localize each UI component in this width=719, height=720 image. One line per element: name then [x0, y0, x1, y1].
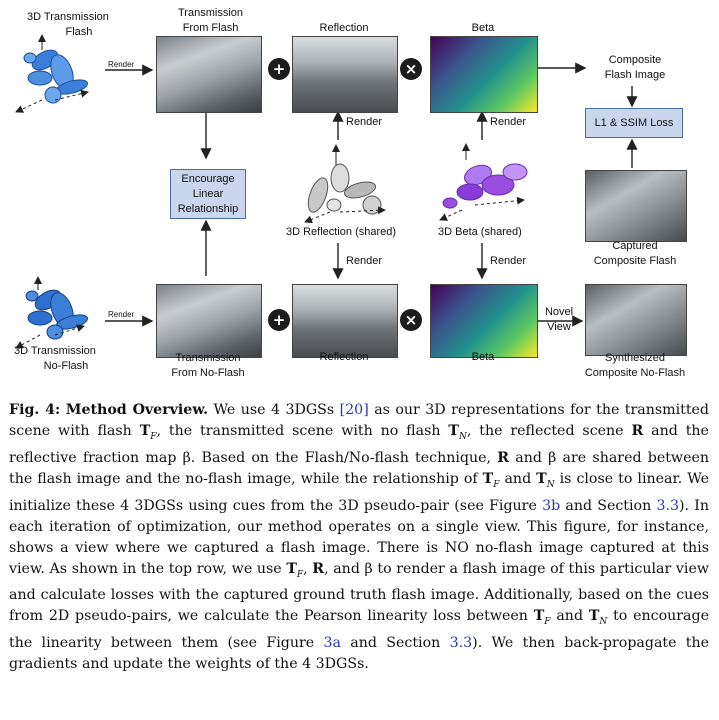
render-label-beta-up: Render — [490, 116, 527, 128]
caption-text: and — [556, 608, 584, 625]
label-beta-top: Beta — [471, 22, 495, 34]
symbol-sub: N — [546, 479, 555, 490]
multiply-operator-bottom-icon: × — [400, 309, 422, 331]
synthesized-composite-noflash-image — [585, 284, 687, 356]
symbol: T — [448, 423, 459, 439]
caption-text: ). In each iteration of optimization, ou… — [9, 497, 709, 577]
gaussians-beta-icon — [439, 143, 528, 221]
label-3d-beta-shared: 3D Beta (shared) — [438, 226, 522, 238]
gaussians-trans-flash-icon — [15, 34, 89, 113]
render-label-top: Render — [108, 60, 135, 69]
caption-text: , and β to render a flash image of this … — [9, 560, 709, 625]
section-link[interactable]: 3.3 — [449, 635, 473, 652]
figure-link[interactable]: 3a — [323, 635, 341, 652]
label-reflection-bottom: Reflection — [319, 351, 369, 363]
gaussians-trans-noflash-icon — [15, 276, 89, 349]
caption-title: Method Overview. — [65, 402, 209, 418]
beta-image-bottom — [430, 284, 538, 358]
beta-image-top — [430, 36, 538, 113]
caption-label: Fig. 4: — [9, 402, 61, 418]
transmission-noflash-image — [156, 284, 262, 358]
label-beta-bottom: Beta — [471, 351, 495, 363]
symbol: T — [482, 470, 494, 487]
reflection-image-top — [292, 36, 398, 113]
diagram-arrows — [15, 34, 638, 349]
symbol-sub: N — [458, 431, 467, 442]
multiply-operator-icon: × — [400, 58, 422, 80]
symbol: R — [497, 449, 510, 466]
encourage-linear-box: Encourage Linear Relationship — [170, 169, 246, 219]
plus-operator-icon: + — [268, 58, 290, 80]
label-3d-transmission-noflash: 3D Transmission No-Flash — [14, 345, 96, 372]
caption-text: and Section — [565, 497, 652, 514]
caption-text: and the reflective fraction map β. Based… — [9, 423, 709, 466]
symbol: T — [533, 608, 545, 625]
caption-text: and Section — [350, 635, 441, 652]
label-3d-reflection-shared: 3D Reflection (shared) — [286, 226, 397, 238]
symbol: T — [286, 560, 297, 577]
figure-caption: Fig. 4: Method Overview. We use 4 3DGSs … — [9, 400, 709, 675]
symbol: T — [536, 470, 547, 487]
citation-link[interactable]: [20] — [339, 402, 369, 418]
reflection-image-bottom — [292, 284, 398, 358]
caption-text: We use 4 3DGSs — [213, 402, 335, 418]
section-link[interactable]: 3.3 — [656, 497, 680, 514]
figure-link[interactable]: 3b — [542, 497, 561, 514]
label-novel-view: Novel View — [544, 306, 574, 333]
render-label-bottom: Render — [108, 310, 135, 319]
loss-box: L1 & SSIM Loss — [585, 108, 683, 138]
caption-text: is close to linear. We initialize these … — [9, 470, 710, 514]
symbol: R — [312, 560, 325, 577]
label-3d-transmission-flash: 3D Transmission Flash — [27, 11, 109, 38]
plus-operator-bottom-icon: + — [268, 309, 290, 331]
caption-text: and β are shared between the flash image… — [9, 449, 710, 487]
render-label-beta-down: Render — [490, 255, 527, 267]
caption-text: ). We then back-propagate the gradients … — [9, 635, 710, 673]
symbol-sub: N — [599, 617, 608, 628]
label-composite-flash-image: Composite Flash Image — [604, 54, 666, 81]
label-reflection-top: Reflection — [319, 22, 369, 34]
transmission-flash-image — [156, 36, 262, 113]
render-label-reflection-down: Render — [346, 255, 383, 267]
symbol-sub: F — [150, 431, 157, 442]
symbol-sub: F — [544, 617, 551, 628]
caption-text: , — [303, 560, 308, 577]
label-synthesized: Synthesized Composite No-Flash — [584, 352, 686, 379]
symbol-sub: F — [296, 569, 304, 580]
captured-composite-flash-image — [585, 170, 687, 242]
caption-text: , the transmitted scene with no flash — [156, 423, 441, 439]
symbol: R — [631, 423, 644, 439]
caption-text: and — [504, 470, 532, 487]
caption-text: as our 3D representations for the transm… — [9, 402, 710, 439]
label-transmission-from-noflash: Transmission From No-Flash — [171, 352, 245, 379]
symbol-sub: F — [493, 479, 500, 490]
gaussians-reflection-icon — [304, 144, 386, 224]
symbol: T — [139, 423, 151, 439]
label-captured: Captured Composite Flash — [593, 240, 677, 267]
label-transmission-from-flash: Transmission From Flash — [178, 7, 243, 34]
caption-text: , the reflected scene — [466, 423, 624, 439]
render-label-reflection-up: Render — [346, 116, 383, 128]
caption-text: to encourage the linearity between them … — [9, 608, 709, 652]
symbol: T — [588, 608, 600, 625]
